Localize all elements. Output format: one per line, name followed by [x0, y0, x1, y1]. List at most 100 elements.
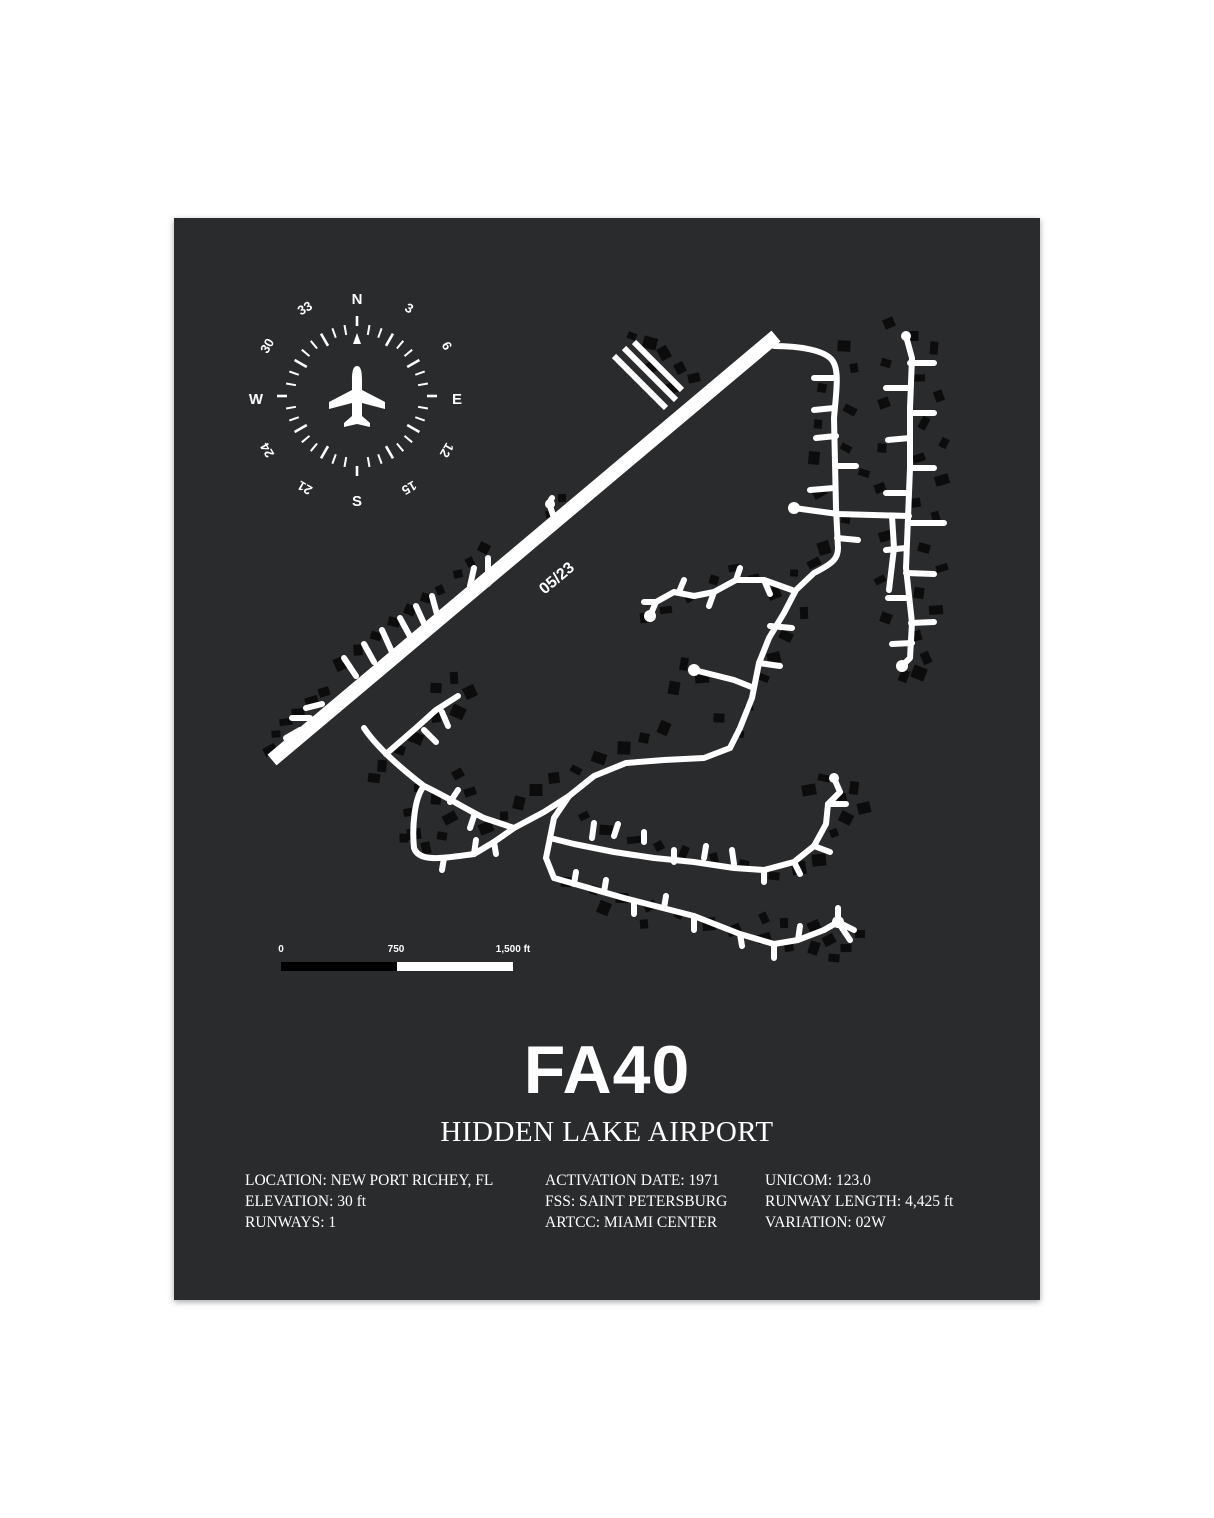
compass-tick: [396, 340, 405, 350]
building: [639, 919, 649, 929]
road: [691, 623, 795, 691]
road: [727, 343, 841, 751]
building: [377, 759, 387, 773]
compass-tick: [417, 405, 429, 410]
building: [842, 403, 858, 417]
info-location: LOCATION: NEW PORT RICHEY, FL: [245, 1172, 494, 1189]
building: [673, 360, 687, 376]
building: [877, 443, 887, 453]
compass-tick: [285, 382, 297, 387]
info-artcc: ARTCC: MIAMI CENTER: [545, 1214, 718, 1231]
building: [441, 810, 459, 826]
scale-label: 0: [278, 944, 284, 955]
building: [938, 436, 950, 450]
building: [857, 468, 871, 478]
compass-tick: [285, 405, 297, 410]
building: [758, 672, 770, 684]
compass-ticks: [277, 316, 437, 476]
building: [912, 374, 926, 382]
cul-de-sac: [896, 660, 908, 672]
building: [279, 717, 293, 727]
compass-tick: [301, 435, 311, 444]
info-elevation: ELEVATION: 30 ft: [245, 1193, 367, 1210]
compass-rose: N E S W 3 6 12 15 21 24 30 33: [249, 291, 462, 510]
building: [529, 784, 543, 796]
building: [262, 742, 278, 758]
building: [626, 835, 642, 845]
info-column-1: LOCATION: NEW PORT RICHEY, FL ELEVATION:…: [245, 1170, 493, 1233]
compass-tick: [366, 324, 371, 336]
building: [667, 680, 681, 696]
roads-layer: [273, 333, 947, 961]
compass-south-label: S: [352, 493, 362, 510]
building: [848, 781, 860, 795]
compass-north-pointer: [353, 333, 361, 344]
compass-tick: [384, 445, 395, 460]
building: [778, 629, 794, 643]
building: [656, 344, 672, 362]
buildings-layer: [262, 316, 951, 963]
compass-tick: [377, 327, 383, 339]
hangar-row: [611, 353, 669, 411]
building: [828, 953, 840, 963]
airport-name: HIDDEN LAKE AIRPORT: [440, 1116, 774, 1148]
building: [873, 481, 887, 495]
building: [758, 911, 770, 925]
building: [708, 852, 720, 864]
building: [369, 630, 383, 642]
building: [849, 362, 859, 374]
building: [911, 452, 927, 464]
info-variation: VARIATION: 02W: [765, 1214, 886, 1231]
building: [806, 556, 822, 570]
building: [873, 574, 887, 586]
building: [451, 767, 465, 781]
building: [656, 719, 672, 737]
building: [449, 671, 459, 685]
info-unicom: UNICOM: 123.0: [765, 1172, 871, 1189]
compass-tick: [293, 423, 308, 434]
airport-code: FA40: [523, 1032, 691, 1108]
building: [856, 801, 872, 815]
road: [589, 820, 833, 885]
building: [837, 810, 855, 826]
road: [807, 375, 861, 543]
building: [917, 542, 931, 554]
building: [840, 943, 852, 953]
airport-poster: N E S W 3 6 12 15 21 24 30 33: [174, 218, 1040, 1300]
compass-tick: [331, 453, 337, 465]
compass-tick: [319, 332, 330, 347]
building: [569, 764, 583, 776]
compass-degree-label: 3: [402, 300, 416, 317]
compass-tick: [309, 442, 318, 452]
building: [879, 611, 893, 625]
cul-de-sac: [832, 916, 844, 928]
building: [577, 810, 591, 822]
building: [933, 473, 951, 487]
info-runways: RUNWAYS: 1: [245, 1214, 337, 1231]
airplane-icon: [329, 366, 385, 427]
compass-west-label: W: [249, 391, 264, 408]
building: [779, 917, 789, 929]
info-activation-date: ACTIVATION DATE: 1971: [545, 1172, 720, 1189]
building: [816, 540, 832, 556]
road: [383, 693, 461, 757]
building: [881, 316, 897, 330]
compass-degree-label: 33: [295, 298, 315, 318]
building: [789, 569, 799, 577]
building: [935, 562, 949, 574]
scale-segment-light: [397, 962, 513, 971]
building: [837, 340, 851, 352]
compass-tick: [288, 370, 300, 376]
building: [766, 651, 782, 665]
building: [659, 605, 673, 615]
compass-tick: [377, 453, 383, 465]
compass-degree-label: 21: [295, 478, 315, 498]
building: [799, 606, 809, 620]
info-fss: FSS: SAINT PETERSBURG: [545, 1193, 728, 1210]
airport-diagram: N E S W 3 6 12 15 21 24 30 33: [249, 291, 951, 971]
building: [617, 741, 631, 755]
compass-tick: [293, 358, 308, 369]
road: [791, 505, 912, 519]
building: [430, 682, 442, 694]
cul-de-sac: [644, 610, 656, 622]
